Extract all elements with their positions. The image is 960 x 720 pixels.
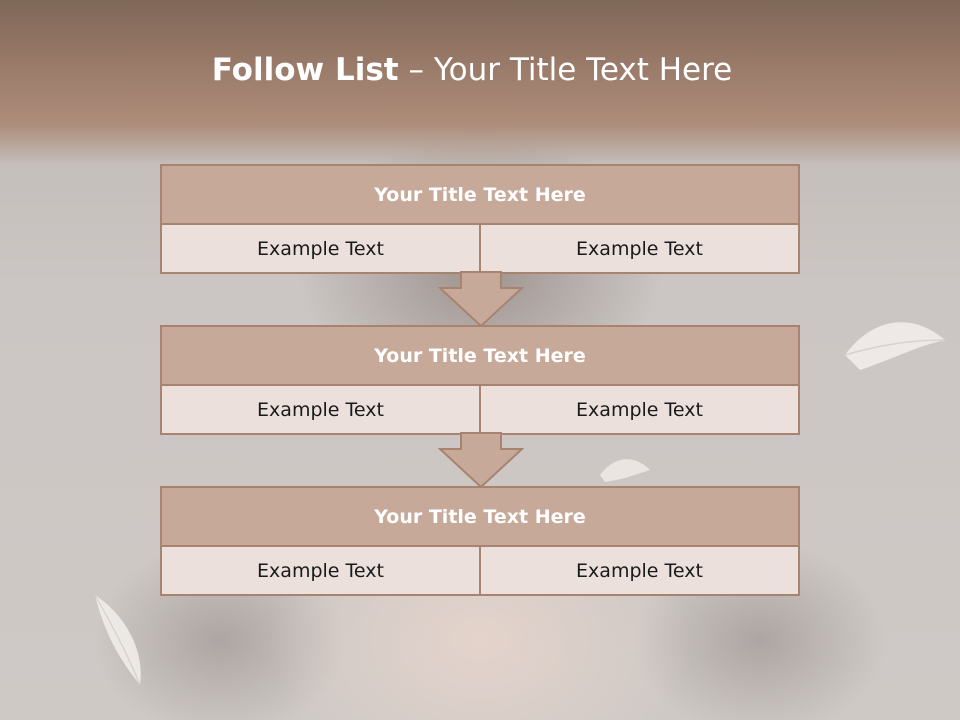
- block-row: Example Text Example Text: [162, 547, 798, 594]
- feather-icon: [94, 594, 141, 686]
- down-arrow-icon: [438, 271, 524, 327]
- slide-title: Follow List – Your Title Text Here: [0, 52, 944, 88]
- title-rest: Your Title Text Here: [433, 52, 733, 88]
- block-cell-right: Example Text: [479, 386, 798, 433]
- down-arrow-icon: [438, 432, 524, 488]
- follow-block: Your Title Text Here Example Text Exampl…: [160, 486, 800, 596]
- block-cell-right: Example Text: [479, 225, 798, 272]
- block-cell-right: Example Text: [479, 547, 798, 594]
- block-cell-left: Example Text: [162, 547, 479, 594]
- block-title: Your Title Text Here: [162, 166, 798, 225]
- block-title: Your Title Text Here: [162, 488, 798, 547]
- feather-icon: [844, 322, 946, 370]
- block-title: Your Title Text Here: [162, 327, 798, 386]
- block-row: Example Text Example Text: [162, 386, 798, 433]
- follow-block: Your Title Text Here Example Text Exampl…: [160, 164, 800, 274]
- header-band: [0, 0, 960, 165]
- title-bold: Follow List: [211, 52, 399, 88]
- title-separator: –: [398, 52, 434, 88]
- feather-icon: [600, 459, 650, 482]
- block-row: Example Text Example Text: [162, 225, 798, 272]
- block-cell-left: Example Text: [162, 386, 479, 433]
- block-cell-left: Example Text: [162, 225, 479, 272]
- follow-block: Your Title Text Here Example Text Exampl…: [160, 325, 800, 435]
